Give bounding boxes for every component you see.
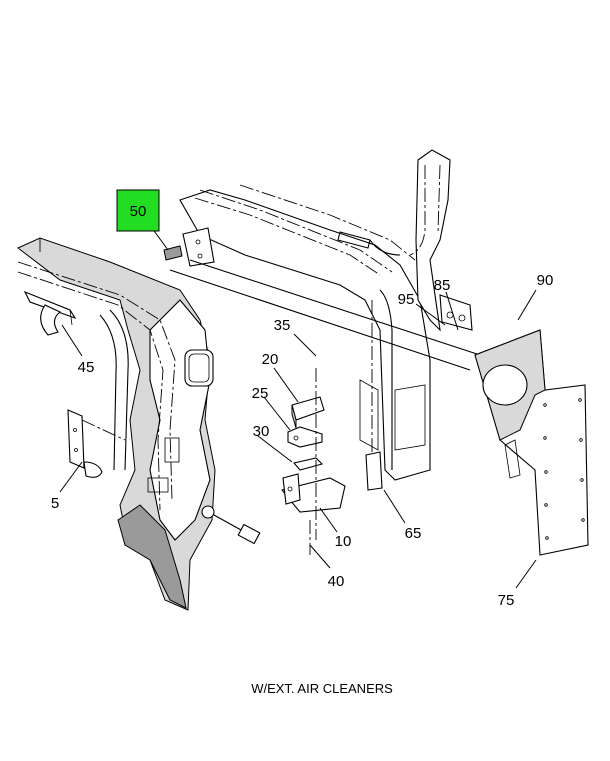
callout-90[interactable]: 90	[537, 272, 554, 289]
callout-30[interactable]: 30	[253, 423, 270, 440]
callout-25[interactable]: 25	[252, 385, 269, 402]
panel-rivets	[543, 398, 585, 540]
callout-20[interactable]: 20	[262, 351, 279, 368]
left-cowl-panel	[17, 237, 261, 611]
callout-50[interactable]: 50	[116, 189, 160, 232]
callout-85[interactable]: 85	[434, 277, 451, 294]
callout-50-highlight	[116, 189, 160, 232]
right-side-panel	[474, 329, 589, 556]
callout-45[interactable]: 45	[78, 359, 95, 376]
callout-40[interactable]: 40	[328, 573, 345, 590]
part-5-bracket	[67, 409, 126, 478]
part-50-bracket	[163, 227, 215, 267]
callout-95[interactable]: 95	[398, 291, 415, 308]
horizontal-rail	[169, 259, 481, 371]
callout-65[interactable]: 65	[405, 525, 422, 542]
callout-35[interactable]: 35	[274, 317, 291, 334]
windshield-pillar	[369, 149, 451, 332]
bracket-stack	[281, 368, 346, 555]
diagram-caption: W/EXT. AIR CLEANERS	[251, 681, 393, 696]
part-45-bracket	[23, 290, 77, 336]
cowl-top-panel	[179, 184, 431, 481]
callout-50-label: 50	[130, 203, 147, 220]
part-65-strap	[365, 451, 383, 491]
callout-10[interactable]: 10	[335, 533, 352, 550]
callout-75[interactable]: 75	[498, 592, 515, 609]
callout-5[interactable]: 5	[51, 495, 59, 512]
leader-lines	[59, 227, 537, 589]
